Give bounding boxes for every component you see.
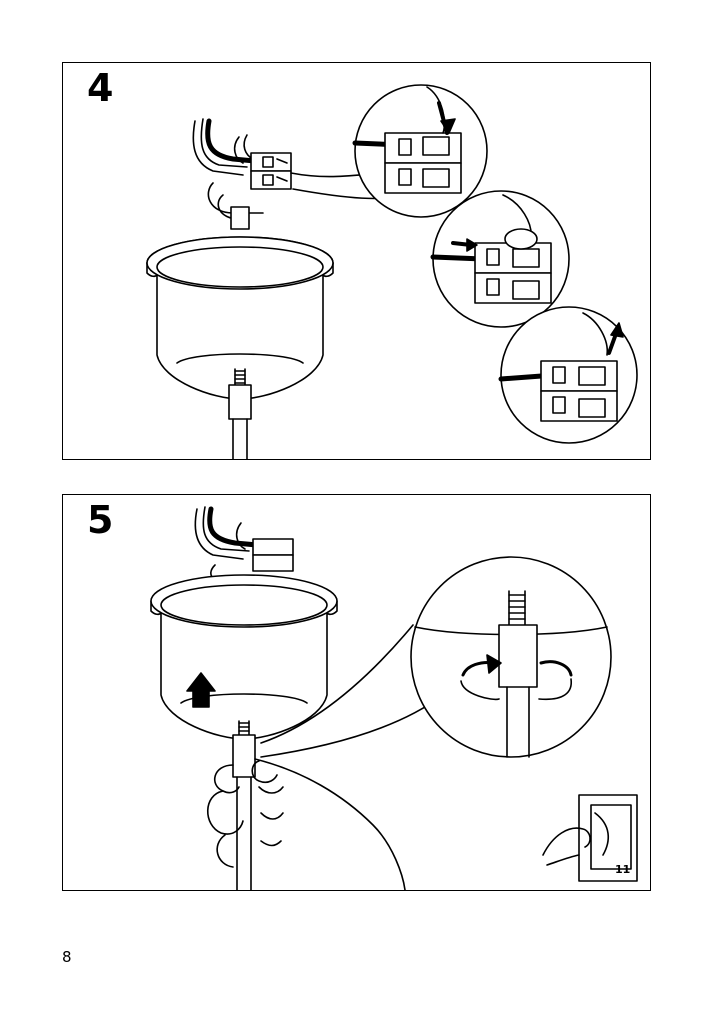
ceiling-canopy — [146, 236, 334, 400]
page-number: 8 — [62, 948, 72, 966]
detail-circle-insert — [430, 190, 570, 328]
step-number: 5 — [87, 498, 114, 542]
hand-illustration — [207, 758, 406, 890]
reference-page-icon — [542, 794, 638, 882]
ceiling-wires — [194, 506, 294, 585]
step-5-illustration: 11 — [150, 506, 638, 890]
detail-circle-push — [352, 84, 488, 218]
ceiling-canopy — [150, 574, 338, 740]
lamp-rod — [232, 720, 256, 890]
step-4-illustration — [146, 84, 638, 459]
step-5-panel: 5 — [62, 494, 651, 891]
detail-circle-release — [498, 306, 638, 444]
terminal-block — [250, 152, 292, 190]
lamp-rod — [228, 368, 252, 459]
ceiling-wires — [192, 118, 258, 176]
reference-page-number: 11 — [615, 863, 630, 876]
detail-circle-tighten — [410, 556, 612, 758]
step-4-panel: 4 — [62, 62, 651, 460]
step-number: 4 — [87, 66, 114, 110]
